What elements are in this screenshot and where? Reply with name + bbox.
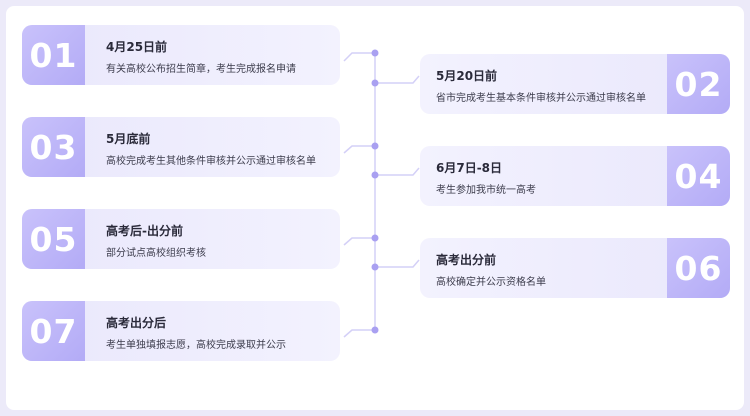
timeline-step-02: 02 5月20日前 省市完成考生基本条件审核并公示通过审核名单 xyxy=(420,54,730,114)
step-number-badge: 06 xyxy=(667,238,730,298)
connector-01 xyxy=(343,52,375,62)
step-description: 高校确定并公示资格名单 xyxy=(436,277,546,288)
step-description: 省市完成考生基本条件审核并公示通过审核名单 xyxy=(436,93,646,104)
step-date: 高考出分后 xyxy=(106,316,167,330)
step-number-badge: 04 xyxy=(667,146,730,206)
step-date: 4月25日前 xyxy=(106,40,168,54)
connector-03 xyxy=(343,145,375,154)
step-description: 考生单独填报志愿，高校完成录取并公示 xyxy=(106,340,286,351)
step-date: 5月20日前 xyxy=(436,69,498,83)
step-description: 高校完成考生其他条件审核并公示通过审核名单 xyxy=(106,156,316,167)
timeline-dot-01 xyxy=(371,49,379,57)
step-description: 考生参加我市统一高考 xyxy=(436,185,536,196)
timeline-dot-06 xyxy=(371,263,379,271)
step-date: 高考出分前 xyxy=(436,253,497,267)
timeline-step-03: 03 5月底前 高校完成考生其他条件审核并公示通过审核名单 xyxy=(22,117,340,177)
connector-07 xyxy=(343,329,375,338)
timeline-dot-05 xyxy=(371,234,379,242)
step-number-badge: 07 xyxy=(22,301,85,361)
step-number-badge: 03 xyxy=(22,117,85,177)
step-number-badge: 02 xyxy=(667,54,730,114)
timeline-step-06: 06 高考出分前 高校确定并公示资格名单 xyxy=(420,238,730,298)
timeline-step-05: 05 高考后-出分前 部分试点高校组织考核 xyxy=(22,209,340,269)
step-date: 5月底前 xyxy=(106,132,151,146)
connector-05 xyxy=(343,237,375,246)
timeline-dot-07 xyxy=(371,326,379,334)
connector-06 xyxy=(375,259,420,268)
timeline-connectors xyxy=(343,49,420,338)
step-number-badge: 01 xyxy=(22,25,85,85)
timeline-dot-02 xyxy=(371,79,379,87)
step-date: 高考后-出分前 xyxy=(106,224,183,238)
timeline-dot-03 xyxy=(371,142,379,150)
step-number-badge: 05 xyxy=(22,209,85,269)
timeline-dot-04 xyxy=(371,171,379,179)
connector-02 xyxy=(375,75,420,84)
timeline-step-01: 01 4月25日前 有关高校公布招生简章，考生完成报名申请 xyxy=(22,25,340,85)
step-description: 有关高校公布招生简章，考生完成报名申请 xyxy=(106,64,296,75)
timeline-canvas: 01 4月25日前 有关高校公布招生简章，考生完成报名申请 02 5月20日前 … xyxy=(6,6,744,410)
timeline-step-04: 04 6月7日-8日 考生参加我市统一高考 xyxy=(420,146,730,206)
step-date: 6月7日-8日 xyxy=(436,161,503,175)
step-description: 部分试点高校组织考核 xyxy=(106,248,206,259)
timeline-step-07: 07 高考出分后 考生单独填报志愿，高校完成录取并公示 xyxy=(22,301,340,361)
connector-04 xyxy=(375,167,420,176)
